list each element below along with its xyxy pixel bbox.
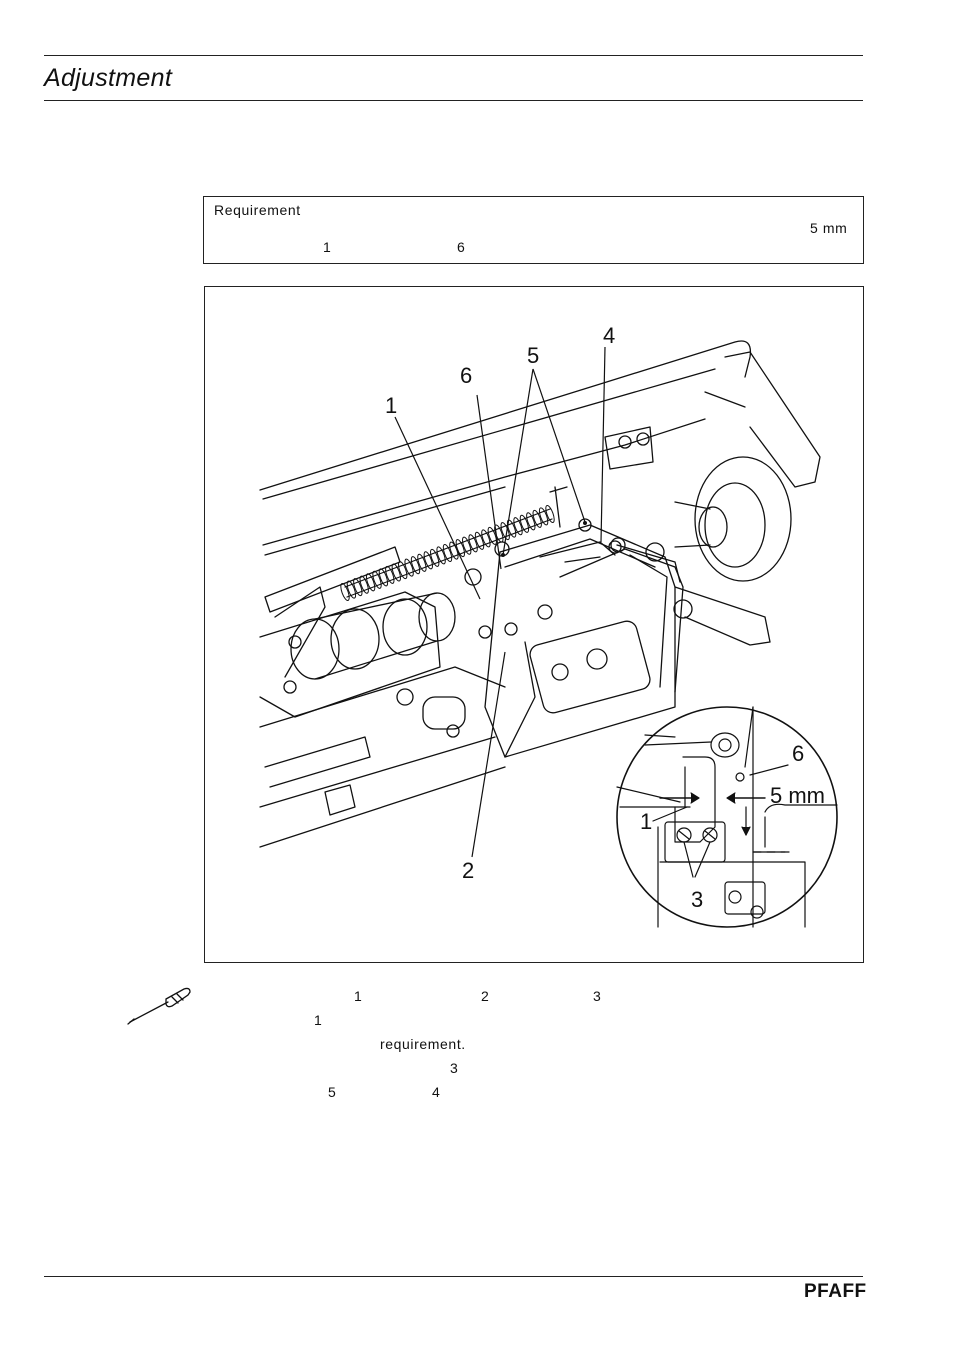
detail-callout-1: 1	[640, 809, 653, 834]
step5-ref-4: 4	[432, 1084, 441, 1100]
page-title: Adjustment	[44, 64, 173, 92]
spring-coil	[417, 553, 427, 572]
step1-ref-1: 1	[354, 988, 363, 1004]
spring-coil	[430, 548, 440, 567]
screwdriver-icon	[127, 987, 191, 1025]
spring-coil	[468, 534, 478, 553]
footer-rule	[44, 1276, 863, 1277]
spring-coil	[410, 556, 421, 575]
header-bottom-rule	[44, 100, 863, 101]
spring-coil	[423, 551, 433, 570]
spring-coil	[462, 536, 472, 555]
callout-6: 6	[460, 363, 473, 388]
spring-coil	[359, 575, 369, 594]
callout-1: 1	[385, 393, 398, 418]
detail-callout-6: 6	[792, 741, 805, 766]
requirement-box: Requirement 5 mm 1 6	[203, 196, 864, 264]
spring-coil	[404, 558, 414, 577]
figure-box: 1 6 5 4 2 6 5 mm 1 3	[204, 286, 864, 963]
step1-ref-2: 2	[481, 988, 490, 1004]
step5-ref-5: 5	[328, 1084, 337, 1100]
spring-coil	[474, 531, 485, 550]
spring-coil	[513, 517, 523, 536]
header-top-rule	[44, 55, 863, 56]
spring-coil	[538, 507, 549, 526]
requirement-value: 5 mm	[810, 220, 848, 236]
spring-coil	[532, 509, 542, 528]
spring-coil	[346, 580, 357, 599]
spring-coil	[481, 529, 491, 548]
requirement-heading: Requirement	[214, 202, 301, 218]
detail-dimension: 5 mm	[770, 783, 825, 808]
callout-2: 2	[462, 858, 475, 883]
spring-coil	[340, 582, 350, 602]
step2-ref-1: 1	[314, 1012, 323, 1028]
spring-coil	[455, 539, 465, 558]
spring-coil	[442, 543, 453, 563]
spring-coil	[526, 512, 536, 531]
machine-illustration	[259, 340, 838, 928]
spring-coil	[545, 504, 555, 524]
spring-coil	[353, 578, 363, 597]
requirement-ref-6: 6	[457, 239, 466, 255]
step3-text: requirement.	[380, 1036, 466, 1052]
spring-coil	[519, 514, 530, 533]
callout-5: 5	[527, 343, 540, 368]
spring-coil	[436, 546, 446, 565]
requirement-ref-1: 1	[323, 239, 332, 255]
callout-4: 4	[603, 323, 616, 348]
detail-callout-3: 3	[691, 887, 704, 912]
step1-ref-3: 3	[593, 988, 602, 1004]
step4-ref-3: 3	[450, 1060, 459, 1076]
brand-logo: PFAFF	[804, 1281, 867, 1302]
spring-coil	[500, 522, 510, 541]
spring-coil	[487, 526, 497, 545]
